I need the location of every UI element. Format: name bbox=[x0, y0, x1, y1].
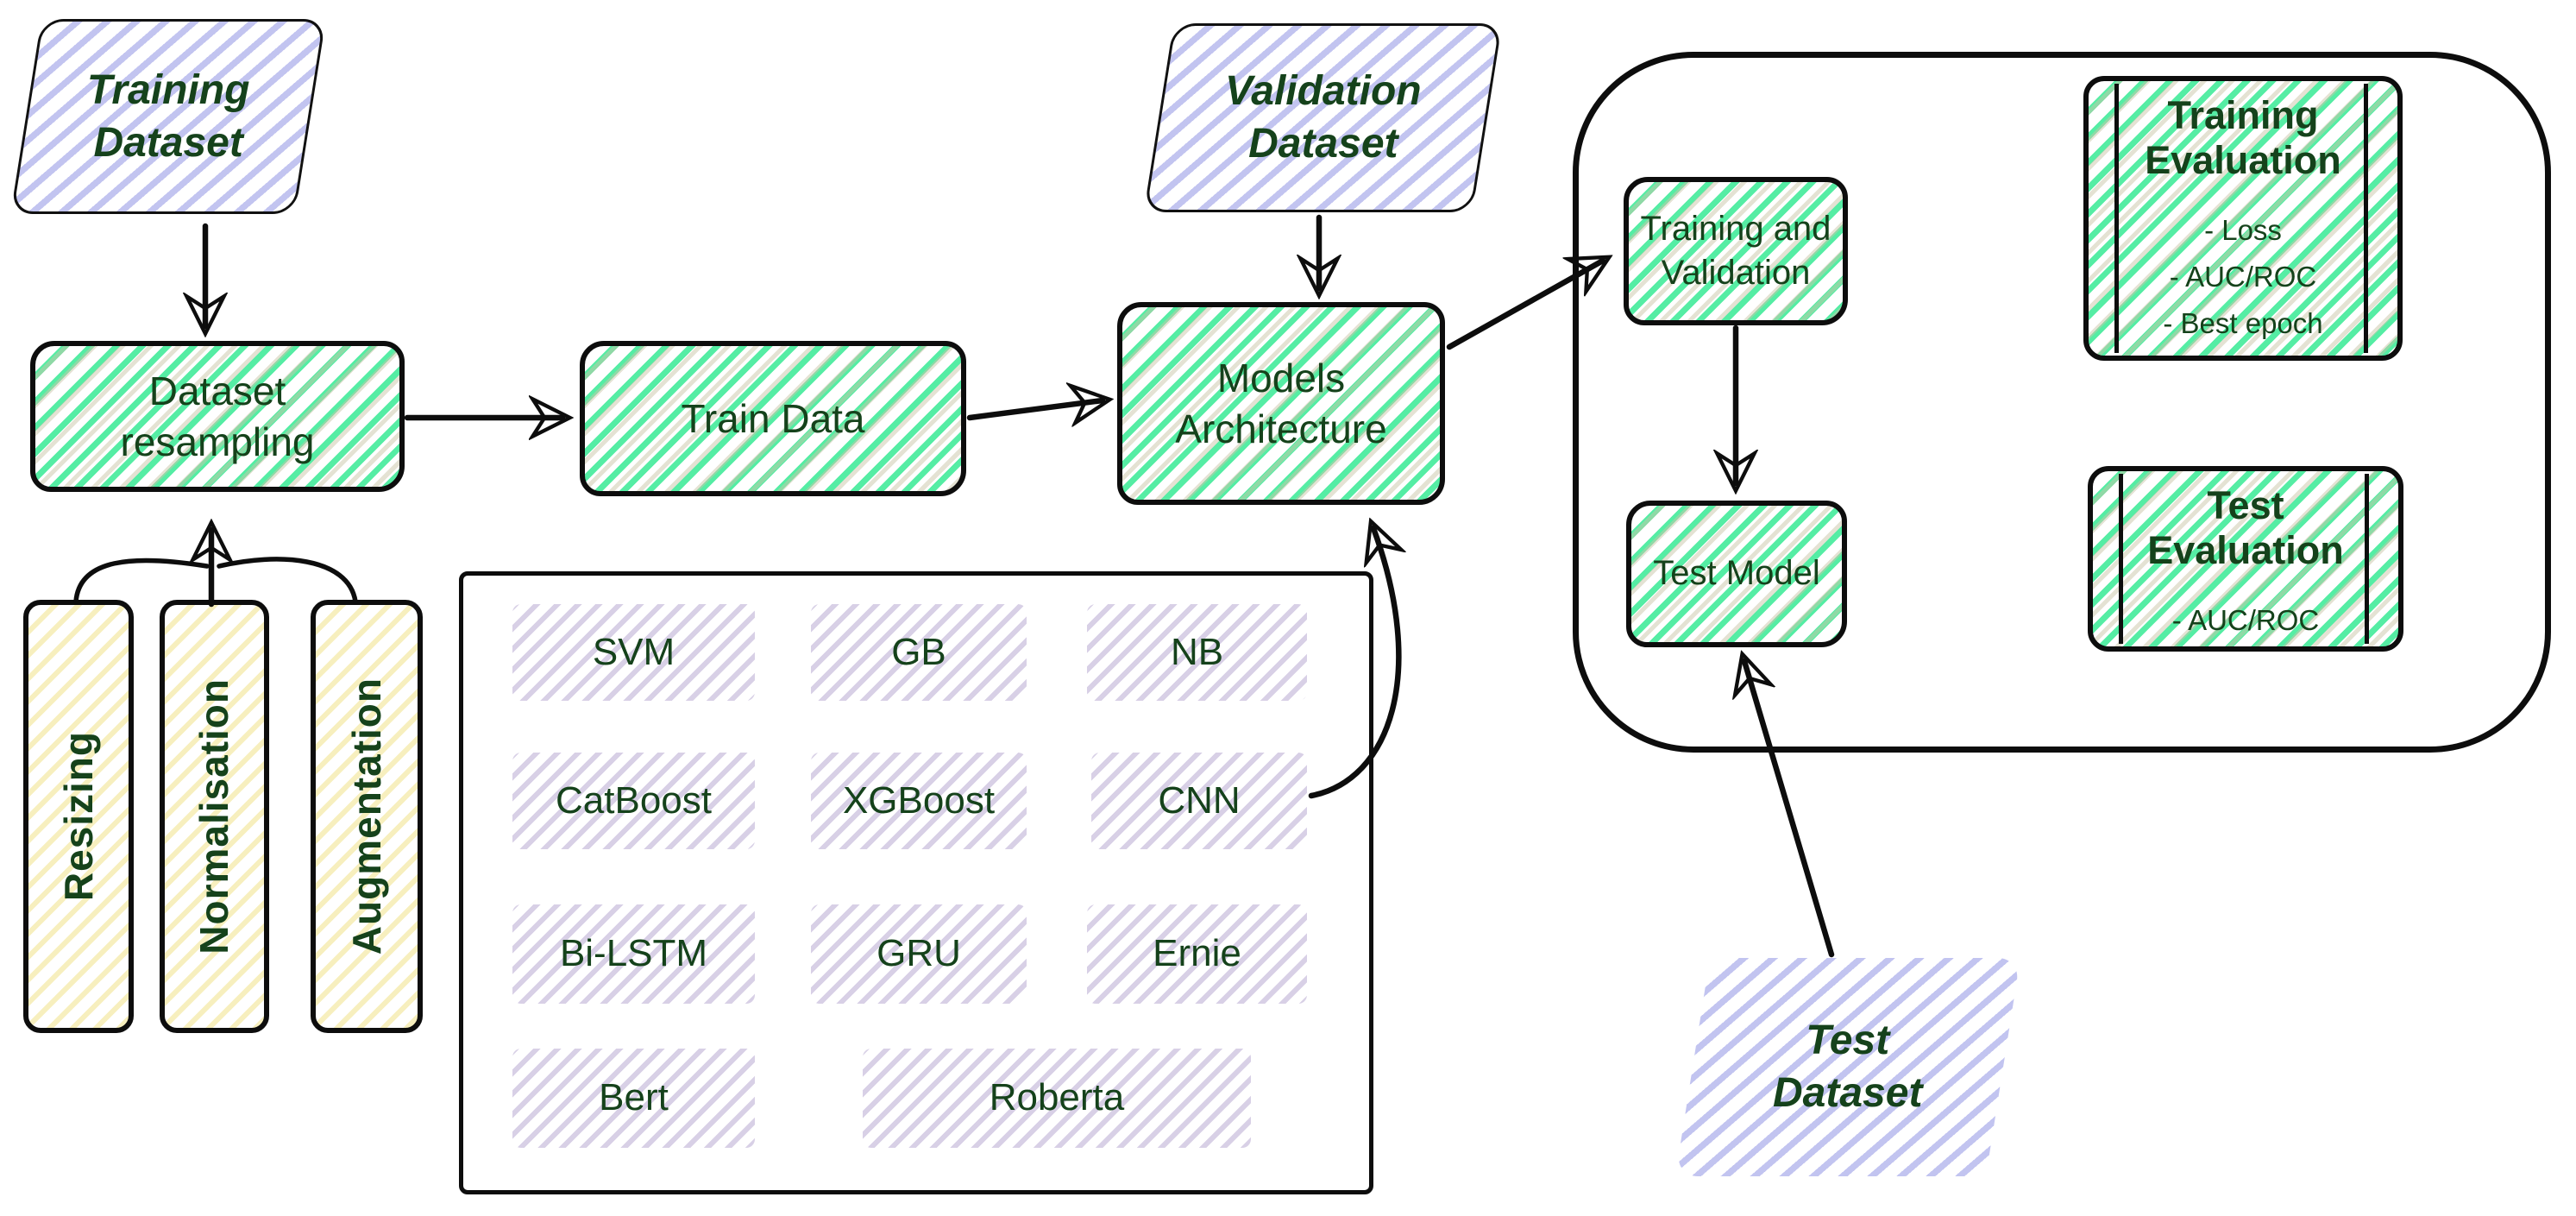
curve-resizing-merge bbox=[73, 558, 210, 604]
chip-label: CatBoost bbox=[556, 778, 712, 822]
node-training-and-validation: Training and Validation bbox=[1624, 177, 1848, 325]
node-training-dataset: Training Dataset bbox=[10, 19, 326, 214]
model-chip-bert: Bert bbox=[512, 1049, 755, 1148]
model-chip-bilstm: Bi-LSTM bbox=[512, 904, 755, 1004]
resizing-label: Resizing bbox=[55, 731, 101, 902]
node-test-dataset: Test Dataset bbox=[1674, 958, 2021, 1176]
node-dataset-resampling: Dataset resampling bbox=[30, 341, 405, 492]
validation-dataset-label: Validation Dataset bbox=[1224, 68, 1422, 167]
right-bar bbox=[2364, 84, 2368, 353]
left-bar bbox=[2119, 474, 2123, 644]
chip-label: CNN bbox=[1158, 778, 1241, 822]
model-chip-svm: SVM bbox=[512, 604, 755, 701]
training-evaluation-title: Training Evaluation bbox=[2145, 93, 2341, 182]
train-data-label: Train Data bbox=[681, 395, 865, 441]
right-bar bbox=[2365, 474, 2369, 644]
chip-label: Ernie bbox=[1153, 932, 1241, 975]
models-architecture-label: Models Architecture bbox=[1175, 355, 1387, 451]
model-chip-ernie: Ernie bbox=[1087, 904, 1307, 1004]
chip-label: NB bbox=[1170, 630, 1224, 673]
training-dataset-label: Training Dataset bbox=[86, 66, 250, 166]
chip-label: Bert bbox=[599, 1076, 669, 1119]
augmentation-label: Augmentation bbox=[343, 677, 389, 955]
test-evaluation-items: - AUC/ROC bbox=[2171, 603, 2320, 636]
node-normalisation: Normalisation bbox=[160, 600, 269, 1033]
model-chip-xgboost: XGBoost bbox=[811, 753, 1027, 849]
node-test-evaluation: Test Evaluation - AUC/ROC bbox=[2088, 466, 2403, 652]
dataset-resampling-label: Dataset resampling bbox=[120, 368, 315, 464]
normalisation-label: Normalisation bbox=[192, 678, 237, 955]
left-bar bbox=[2114, 84, 2119, 353]
chip-label: GRU bbox=[876, 932, 961, 975]
node-training-evaluation: Training Evaluation - Loss- AUC/ROC- Bes… bbox=[2083, 76, 2403, 361]
node-validation-dataset: Validation Dataset bbox=[1143, 23, 1503, 212]
model-chip-roberta: Roberta bbox=[863, 1049, 1251, 1148]
model-chip-catboost: CatBoost bbox=[512, 753, 755, 849]
evaluation-panel bbox=[1573, 52, 2551, 753]
curve-augmentation-merge bbox=[217, 557, 358, 604]
model-chip-nb: NB bbox=[1087, 604, 1307, 701]
chip-label: SVM bbox=[592, 630, 675, 673]
model-chip-gru: GRU bbox=[811, 904, 1027, 1004]
test-dataset-label: Test Dataset bbox=[1773, 1018, 1923, 1117]
training-and-validation-label: Training and Validation bbox=[1640, 209, 1831, 292]
node-augmentation: Augmentation bbox=[311, 600, 423, 1033]
chip-label: GB bbox=[891, 630, 946, 673]
model-chip-gb: GB bbox=[811, 604, 1027, 701]
model-chip-cnn: CNN bbox=[1091, 753, 1307, 849]
chip-label: Roberta bbox=[989, 1076, 1125, 1119]
training-evaluation-items: - Loss- AUC/ROC- Best epoch bbox=[2163, 213, 2323, 339]
arrow-traindata-modelsarchitecture bbox=[966, 400, 1103, 418]
test-model-label: Test Model bbox=[1653, 554, 1820, 593]
node-resizing: Resizing bbox=[23, 600, 134, 1033]
node-models-architecture: Models Architecture bbox=[1117, 302, 1445, 505]
chip-label: XGBoost bbox=[842, 778, 996, 822]
chip-label: Bi-LSTM bbox=[559, 932, 708, 975]
test-evaluation-title: Test Evaluation bbox=[2147, 483, 2344, 572]
node-train-data: Train Data bbox=[580, 341, 966, 496]
node-test-model: Test Model bbox=[1626, 501, 1847, 647]
